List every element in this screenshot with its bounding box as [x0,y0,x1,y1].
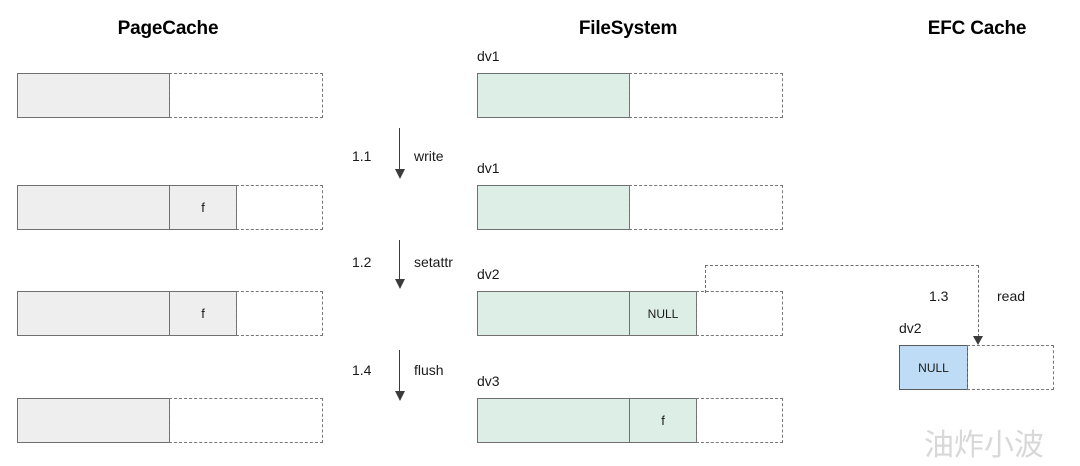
filesystem-row-2-caption: dv1 [477,160,500,176]
filesystem-row-3-null-cell: NULL [629,291,697,336]
pagecache-row-4-empty-cell [169,398,323,443]
pagecache-row-2-filled-cell [17,185,170,230]
pagecache-row-4-filled-cell [17,398,170,443]
column-header-filesystem: FileSystem [578,18,678,39]
step-action-write: write [414,148,444,164]
step-action-read: read [997,288,1026,304]
filesystem-row-2-empty-cell [629,185,783,230]
step-arrow-flush [394,350,405,401]
pagecache-row-1-filled-cell [17,73,170,118]
efc-cache-empty-cell [967,345,1054,390]
read-connector-arrowhead [973,336,983,345]
step-number-1-4: 1.4 [352,362,372,378]
filesystem-row-1-data-cell [477,73,630,118]
filesystem-row-4-empty-cell [696,398,783,443]
filesystem-row-3-data-cell [477,291,630,336]
efc-cache-null-cell: NULL [899,345,968,390]
filesystem-row-1-caption: dv1 [477,48,500,64]
pagecache-row-3-f-cell: f [169,291,237,336]
pagecache-row-2-empty-cell [236,185,323,230]
filesystem-row-3-caption: dv2 [477,266,500,282]
step-number-1-2: 1.2 [352,254,372,270]
filesystem-row-3-empty-cell [696,291,783,336]
read-connector-riser [705,265,706,293]
filesystem-row-4-caption: dv3 [477,373,500,389]
watermark: 油炸小波 [924,428,1044,463]
step-arrow-write [394,128,405,179]
filesystem-row-1-empty-cell [629,73,783,118]
filesystem-row-2-data-cell [477,185,630,230]
filesystem-row-4-data-cell [477,398,630,443]
column-header-pagecache: PageCache [117,18,219,39]
step-number-1-1: 1.1 [352,148,372,164]
step-arrow-setattr [394,240,405,289]
efc-cache-caption: dv2 [899,320,922,336]
pagecache-row-2-f-cell: f [169,185,237,230]
step-action-setattr: setattr [414,254,453,270]
column-header-efc-cache: EFC Cache [927,18,1027,39]
read-connector-bus [705,265,979,266]
step-action-flush: flush [414,362,444,378]
read-connector-drop [978,265,979,337]
pagecache-row-3-empty-cell [236,291,323,336]
pagecache-row-1-empty-cell [169,73,323,118]
pagecache-row-3-filled-cell [17,291,170,336]
step-number-1-3: 1.3 [929,288,949,304]
filesystem-row-4-f-cell: f [629,398,697,443]
